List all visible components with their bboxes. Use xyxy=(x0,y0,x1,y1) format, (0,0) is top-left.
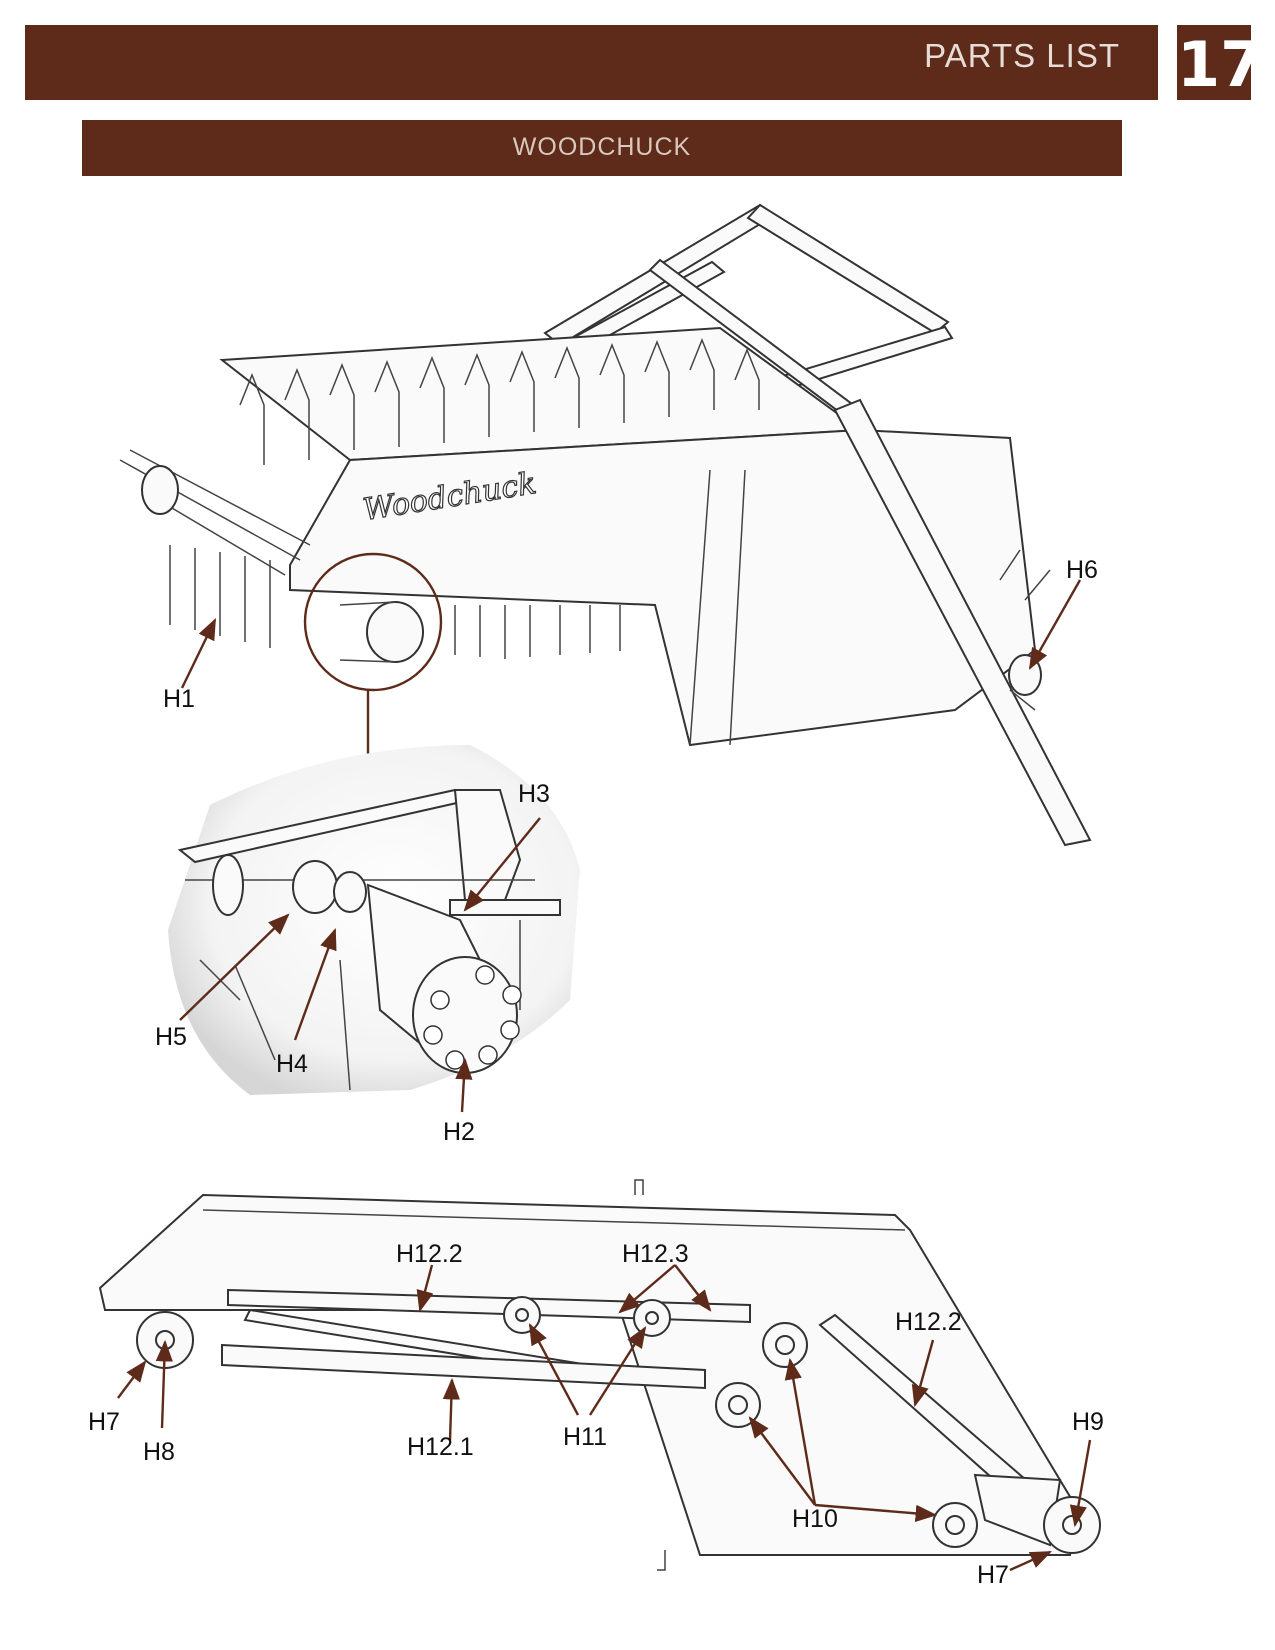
motor-detail-drawing xyxy=(168,745,580,1095)
callout-h11: H11 xyxy=(563,1423,607,1451)
callout-h12-2-right: H12.2 xyxy=(895,1308,962,1336)
callout-h7-left: H7 xyxy=(88,1408,120,1436)
callout-h1: H1 xyxy=(163,685,195,713)
callout-h6: H6 xyxy=(1066,556,1098,584)
page-title: PARTS LIST xyxy=(924,37,1120,74)
callout-h7-right: H7 xyxy=(977,1561,1009,1589)
header-bar: PARTS LIST xyxy=(25,25,1158,100)
section-title: WOODCHUCK xyxy=(512,133,692,161)
conveyor-side-drawing xyxy=(98,1179,1101,1571)
callout-h8: H8 xyxy=(143,1438,175,1466)
woodchuck-machine-drawing: Woodchuck xyxy=(119,203,1092,847)
callout-arrows xyxy=(117,579,1092,1572)
callout-h3: H3 xyxy=(518,780,550,808)
page-number: 17 xyxy=(1177,28,1264,101)
section-bar: WOODCHUCK xyxy=(82,120,1122,176)
callout-h12-1: H12.1 xyxy=(407,1433,474,1461)
callout-h10: H10 xyxy=(792,1505,838,1533)
zoom-circle xyxy=(303,552,443,692)
callout-h5: H5 xyxy=(155,1023,187,1051)
callout-h9: H9 xyxy=(1072,1408,1104,1436)
callout-h12-3: H12.3 xyxy=(622,1240,689,1268)
page-number-box: 17 xyxy=(1177,25,1264,101)
callout-labels: H1 H6 H3 H5 H4 H2 H12.2 H12.3 H12.2 H9 H… xyxy=(88,556,1104,1589)
callout-h4: H4 xyxy=(276,1050,308,1078)
callout-h2: H2 xyxy=(443,1118,475,1146)
callout-h12-2-left: H12.2 xyxy=(396,1240,463,1268)
